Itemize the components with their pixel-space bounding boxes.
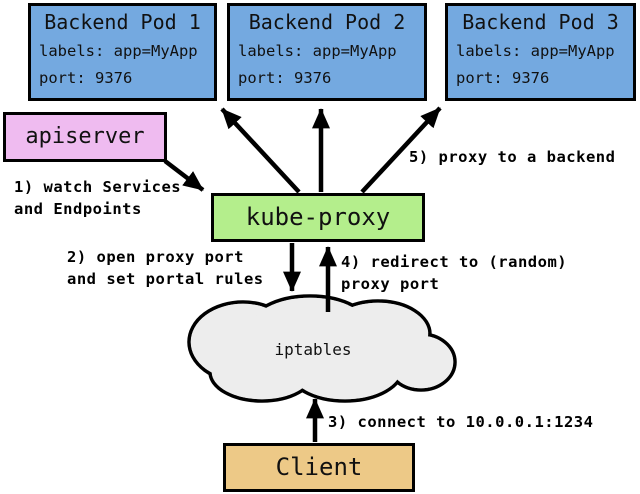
iptables-label: iptables — [274, 340, 352, 359]
arrow-kube-proxy-to-pod-3 — [360, 106, 442, 194]
backend-pod-2-labels: labels: app=MyApp — [238, 42, 397, 60]
kube-proxy-box: kube-proxy — [211, 193, 425, 242]
kube-proxy-label: kube-proxy — [245, 203, 391, 231]
step-2-label: 2) open proxy port and set portal rules — [67, 248, 264, 288]
backend-pod-1-labels: labels: app=MyApp — [39, 42, 198, 60]
backend-pod-3-box: Backend Pod 3 labels: app=MyApp port: 93… — [445, 3, 636, 101]
backend-pod-3-title: Backend Pod 3 — [462, 10, 619, 34]
step-5-label: 5) proxy to a backend — [409, 148, 616, 166]
step-3-label: 3) connect to 10.0.0.1:1234 — [328, 413, 594, 431]
backend-pod-1-box: Backend Pod 1 labels: app=MyApp port: 93… — [28, 3, 217, 101]
arrow-kube-proxy-to-pod-1 — [220, 107, 301, 194]
apiserver-box: apiserver — [3, 112, 167, 162]
apiserver-label: apiserver — [25, 124, 145, 149]
backend-pod-3-port: port: 9376 — [456, 69, 550, 87]
backend-pod-1-title: Backend Pod 1 — [44, 10, 201, 34]
backend-pod-2-title: Backend Pod 2 — [248, 10, 406, 34]
arrow-apiserver-to-kube-proxy — [163, 159, 205, 192]
backend-pod-2-port: port: 9376 — [238, 69, 332, 87]
backend-pod-3-labels: labels: app=MyApp — [456, 42, 615, 60]
client-label: Client — [275, 453, 363, 481]
backend-pod-2-box: Backend Pod 2 labels: app=MyApp port: 93… — [227, 3, 427, 101]
client-box: Client — [223, 443, 415, 492]
iptables-cloud — [187, 294, 457, 403]
backend-pod-1-port: port: 9376 — [39, 69, 133, 87]
step-4-label: 4) redirect to (random) proxy port — [341, 253, 568, 293]
step-1-label: 1) watch Services and Endpoints — [14, 178, 182, 218]
